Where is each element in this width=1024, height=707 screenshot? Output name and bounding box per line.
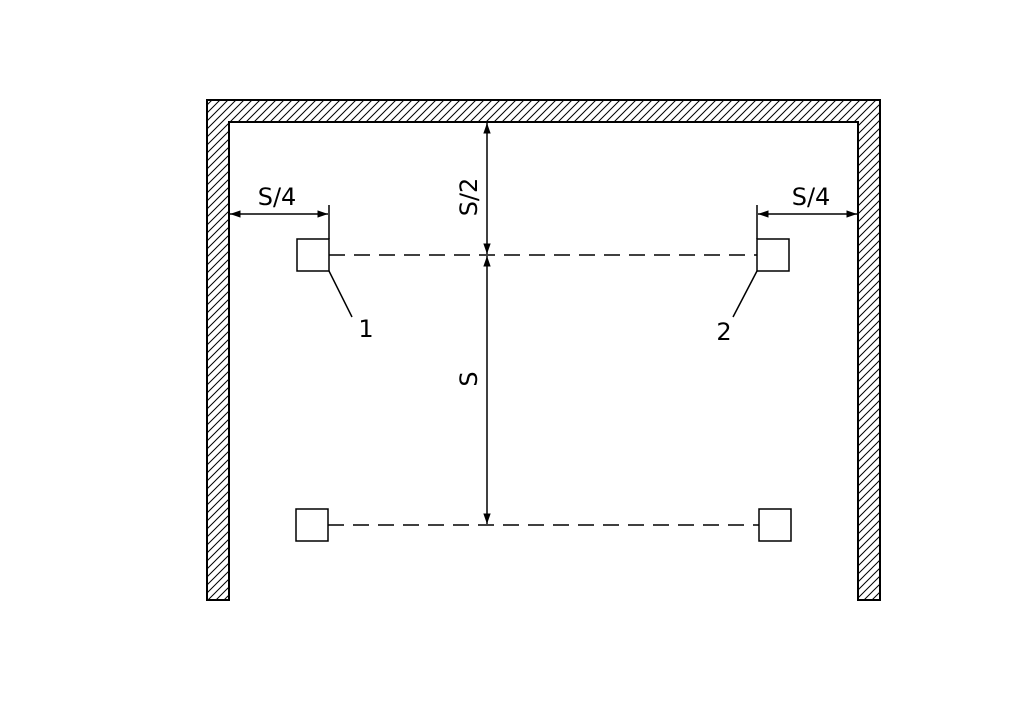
sensor-box-lower-left <box>295 508 329 542</box>
leader-line-2 <box>732 270 758 318</box>
right-offset-label: S/4 <box>792 183 831 211</box>
row-spacing-label: S <box>455 371 483 386</box>
sensor-box-upper-left <box>296 238 330 272</box>
left-offset-label: S/4 <box>258 183 297 211</box>
marker-label-2: 2 <box>716 318 731 346</box>
room-wall <box>206 99 881 601</box>
sensor-box-upper-right <box>756 238 790 272</box>
top-gap-label: S/2 <box>455 178 483 217</box>
sensor-box-lower-right <box>758 508 792 542</box>
leader-line-1 <box>328 270 353 318</box>
marker-label-1: 1 <box>358 315 373 343</box>
